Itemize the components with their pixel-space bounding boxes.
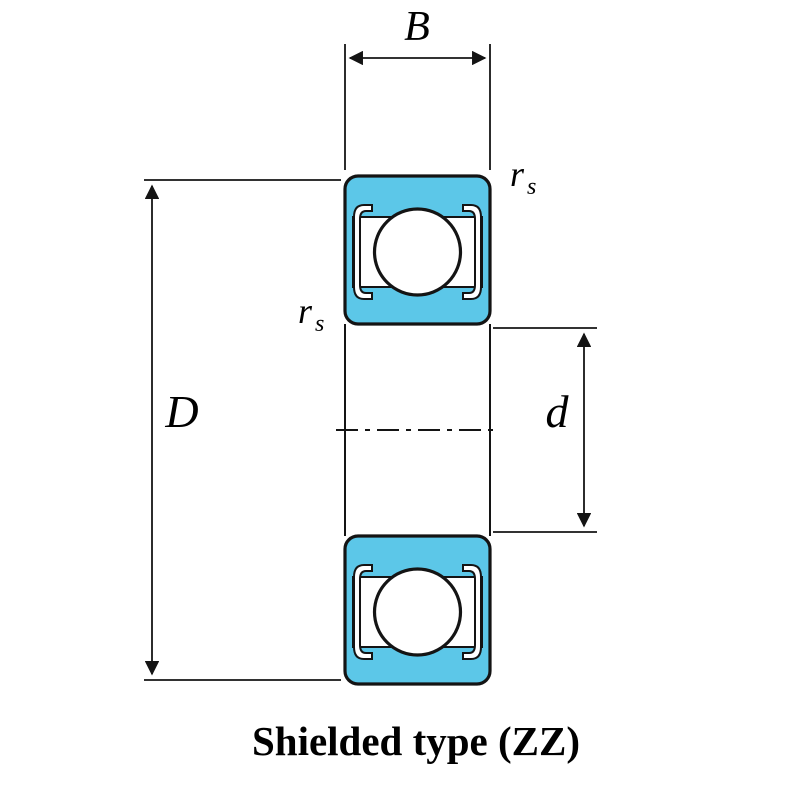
chamfer-r-subscript: s: [315, 311, 324, 337]
chamfer-label-left: r s: [298, 291, 324, 337]
chamfer-r-label: r: [510, 154, 525, 194]
bearing-cross-section-bottom: [343, 534, 492, 686]
dim-label-D: D: [164, 386, 198, 437]
dim-label-d: d: [546, 386, 570, 437]
ball: [372, 207, 463, 297]
chamfer-label-top-right: r s: [510, 154, 536, 200]
chamfer-r-label: r: [298, 291, 313, 331]
shield-profile-left: [353, 204, 373, 300]
diagram-caption: Shielded type (ZZ): [252, 718, 580, 764]
dimension-B: B: [344, 4, 491, 170]
shield-profile-right: [462, 204, 482, 300]
dim-label-B: B: [404, 4, 430, 50]
bearing-cross-section-top: [343, 174, 492, 326]
dimension-d: d: [493, 327, 597, 533]
chamfer-r-subscript: s: [527, 174, 536, 200]
dimension-D: D: [144, 179, 341, 681]
